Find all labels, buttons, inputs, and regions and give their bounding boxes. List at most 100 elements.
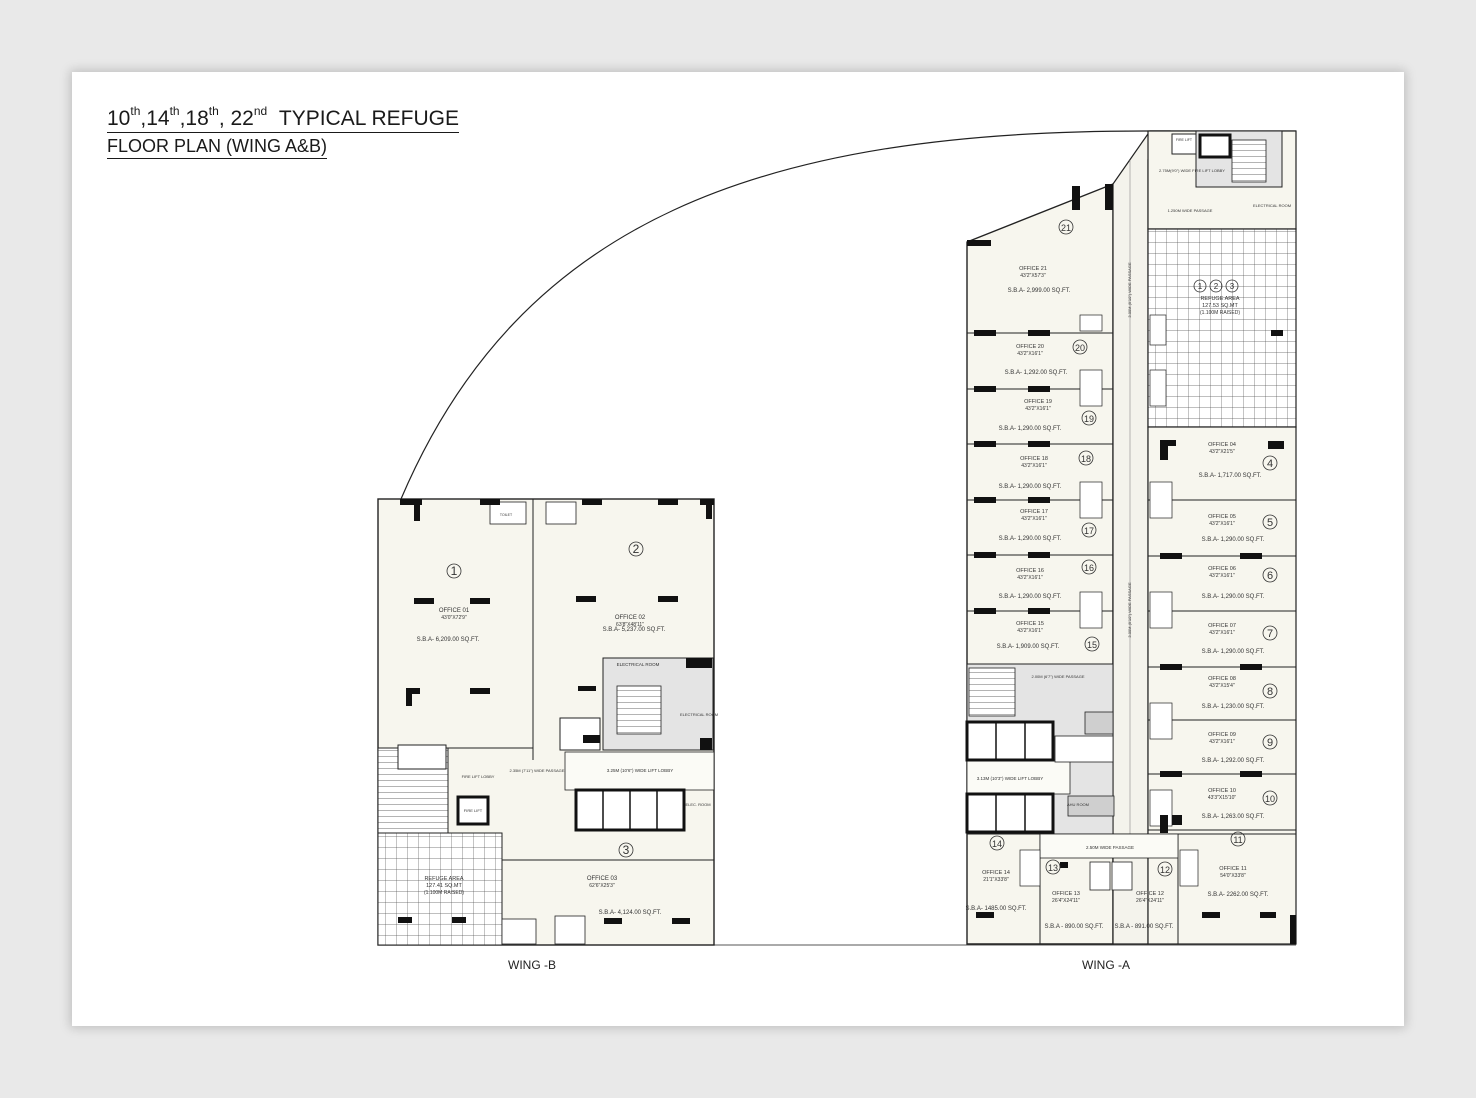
office-sba: S.B.A- 6,209.00 SQ.FT. xyxy=(417,637,480,643)
office-number-circle xyxy=(1081,522,1097,538)
refuge-note-a: (1.100M RAISED) xyxy=(1200,310,1240,316)
office-number: 18 xyxy=(1081,454,1091,464)
office-sba: S.B.A- 1,290.00 SQ.FT. xyxy=(999,594,1062,600)
corridor-label-a: 3.00M (9'10") WIDE PASSAGE xyxy=(1127,262,1132,318)
office-sba: S.B.A- 1,909.00 SQ.FT. xyxy=(997,644,1060,650)
refuge-note-b: (1.100M RAISED) xyxy=(424,890,464,896)
office-name: OFFICE 18 xyxy=(1020,456,1048,462)
office-dim: 43'2"X16'1" xyxy=(1021,463,1047,469)
wing-a-plan xyxy=(965,130,1297,945)
office-number: 14 xyxy=(992,839,1002,849)
office-dim: 43'0"X72'9" xyxy=(441,615,467,621)
office-number: 11 xyxy=(1233,835,1242,845)
office-number-circle xyxy=(1230,831,1246,847)
office-dim: 26'4"X24'11" xyxy=(1136,898,1164,904)
office-name: OFFICE 09 xyxy=(1208,732,1236,738)
refuge-no-1: 1 xyxy=(1198,282,1203,291)
office-name: OFFICE 13 xyxy=(1052,891,1080,897)
office-dim: 43'2"X16'1" xyxy=(1017,628,1043,634)
refuge-area-b: 127.41 SQ.MT xyxy=(426,883,462,889)
arc-canopy xyxy=(400,130,1151,500)
office-sba: S.B.A- 4,124.00 SQ.FT. xyxy=(599,910,662,916)
office-name: OFFICE 08 xyxy=(1208,676,1236,682)
office-name: OFFICE 16 xyxy=(1016,568,1044,574)
office-number-circle xyxy=(1262,683,1278,699)
passage-top-a: 1.250M WIDE PASSAGE xyxy=(1168,208,1213,213)
office-number: 15 xyxy=(1087,640,1097,650)
office-name: OFFICE 03 xyxy=(587,876,618,882)
office-number: 4 xyxy=(1267,458,1273,470)
office-number: 13 xyxy=(1048,863,1058,873)
fire-lift-a: FIRE LIFT xyxy=(1176,138,1193,142)
corridor-label-a2: 3.00M (9'10") WIDE PASSAGE xyxy=(1127,582,1132,638)
office-sba: S.B.A- 1,290.00 SQ.FT. xyxy=(999,536,1062,542)
office-number-circle xyxy=(1081,410,1097,426)
office-number-circle xyxy=(1081,559,1097,575)
office-name: OFFICE 10 xyxy=(1208,788,1236,794)
office-dim: 43'2"X16'1" xyxy=(1021,516,1047,522)
office-sba: S.B.A- 1485.00 SQ.FT. xyxy=(965,906,1026,912)
office-dim: 26'4"X24'11" xyxy=(1052,898,1080,904)
office-dim: 62'6"X25'3" xyxy=(589,883,615,889)
office-dim: 43'2"X16'1" xyxy=(1209,630,1235,636)
office-number-circle xyxy=(1262,514,1278,530)
refuge-no-2: 2 xyxy=(1214,282,1219,291)
office-dim: 43'2"X16'1" xyxy=(1017,351,1043,357)
office-dim: 43'2"X57'3" xyxy=(1020,273,1046,279)
office-number: 8 xyxy=(1267,686,1273,698)
wing-b-label: WING -B xyxy=(508,958,556,972)
office-name: OFFICE 21 xyxy=(1019,266,1047,272)
office-name: OFFICE 15 xyxy=(1016,621,1044,627)
wing-a-label: WING -A xyxy=(1082,958,1130,972)
office-dim: 43'2"X16'1" xyxy=(1209,521,1235,527)
refuge-area-a: 127.53 SQ.MT xyxy=(1202,303,1238,309)
office-number: 7 xyxy=(1267,628,1273,640)
office-number: 17 xyxy=(1084,526,1094,536)
office-name: OFFICE 11 xyxy=(1219,866,1246,872)
office-number: 10 xyxy=(1265,794,1275,804)
office-number: 6 xyxy=(1267,570,1273,582)
elec-room-b: ELEC. ROOM xyxy=(685,802,710,807)
office-name: OFFICE 19 xyxy=(1024,399,1052,405)
office-number-circle xyxy=(1058,219,1074,235)
office-number: 20 xyxy=(1075,343,1085,353)
office-name: OFFICE 01 xyxy=(439,608,470,614)
office-number-circle xyxy=(1262,567,1278,583)
wing-b-plan xyxy=(377,498,715,946)
electrical-room-a: ELECTRICAL ROOM xyxy=(1253,203,1291,208)
office-name: OFFICE 06 xyxy=(1208,566,1236,572)
office-no-3: 3 xyxy=(623,843,630,857)
office-number-circle xyxy=(1262,790,1278,806)
office-number-circle xyxy=(989,835,1005,851)
refuge-name-b: REFUGE AREA xyxy=(424,876,463,882)
office-number-circle xyxy=(1262,734,1278,750)
office-dim: 43'3"X15'10" xyxy=(1208,795,1236,801)
office-number-circle xyxy=(1157,861,1173,877)
refuge-no-3: 3 xyxy=(1230,282,1235,291)
office-number-circle xyxy=(1072,339,1088,355)
office-name: OFFICE 07 xyxy=(1208,623,1236,629)
office-number-circle xyxy=(1045,859,1061,875)
office-dim: 43'2"X16'1" xyxy=(1209,573,1235,579)
office-dim: 43'2"X16'1" xyxy=(1209,739,1235,745)
passage-bottom-a: 2.50M WIDE PASSAGE xyxy=(1086,845,1134,850)
plan-title-line2: FLOOR PLAN (WING A&B) xyxy=(107,136,328,159)
office-sba: S.B.A - 891.00 SQ.FT. xyxy=(1114,924,1173,930)
office-name: OFFICE 17 xyxy=(1020,509,1048,515)
ahu-room-a: AHU ROOM xyxy=(1067,802,1089,807)
fire-lift-b: FIRE LIFT xyxy=(464,808,483,813)
office-name: OFFICE 05 xyxy=(1208,514,1236,520)
office-no-1: 1 xyxy=(451,564,458,578)
office-name: OFFICE 12 xyxy=(1136,891,1164,897)
office-number: 5 xyxy=(1267,517,1273,529)
office-number: 19 xyxy=(1084,414,1094,424)
office-dim: 43'2"X15'4" xyxy=(1209,683,1235,689)
office-sba: S.B.A- 1,290.00 SQ.FT. xyxy=(1202,649,1265,655)
passage-mid-a: 2.00M (6'7") WIDE PASSAGE xyxy=(1031,674,1084,679)
office-sba: S.B.A- 1,290.00 SQ.FT. xyxy=(999,426,1062,432)
office-dim: 43'2"X16'1" xyxy=(1017,575,1043,581)
passage-b: 2.35M (7'11") WIDE PASSAGE xyxy=(510,768,565,773)
plan-title-line1: 10th,14th,18th, 22nd TYPICAL REFUGE xyxy=(107,104,459,133)
office-name: OFFICE 02 xyxy=(615,615,646,621)
